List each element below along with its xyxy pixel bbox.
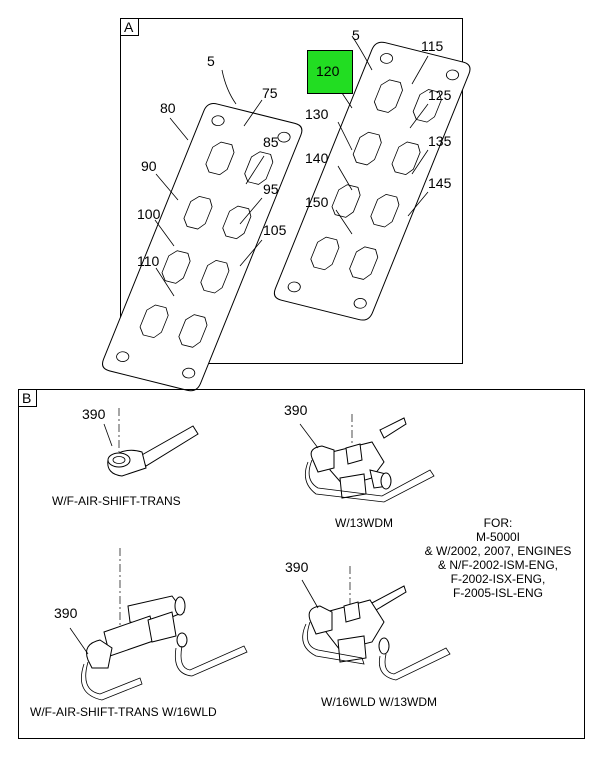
valve-assembly-view-2: 390 W/13WDM [284, 402, 435, 530]
view-caption: W/F-AIR-SHIFT-TRANS [52, 494, 181, 508]
callout-label: 85 [263, 134, 279, 150]
callout-label: 80 [160, 100, 176, 116]
view-caption: W/F-AIR-SHIFT-TRANS W/16WLD [30, 705, 217, 719]
leader-lines [154, 35, 429, 297]
view-caption: W/13WDM [335, 516, 393, 530]
callout-ref: 5 [352, 27, 360, 43]
valve-assembly-view-3: 390 W/F-AIR-SHIFT-TRANS W/16WLD [30, 548, 248, 719]
highlight-box[interactable] [307, 50, 353, 94]
callout-label: 145 [428, 175, 452, 191]
callout-label: 140 [305, 150, 329, 166]
note-line: M-5000I [476, 530, 520, 544]
panel-b-letter: B [22, 390, 31, 406]
elbow-fitting-view-1: 390 W/F-AIR-SHIFT-TRANS [52, 406, 199, 508]
callout-label: 90 [141, 158, 157, 174]
note-line: FOR: [484, 516, 513, 530]
callout-label: 125 [428, 87, 452, 103]
callout-label: 100 [137, 206, 161, 222]
panel-a-letter: A [124, 19, 134, 35]
view-caption: W/16WLD W/13WDM [321, 695, 437, 709]
callout-label: 130 [305, 106, 329, 122]
callout-highlighted: 120 [316, 63, 340, 79]
callout-390: 390 [82, 406, 106, 422]
callout-390: 390 [285, 559, 309, 575]
note-line: F-2005-ISL-ENG [453, 586, 543, 600]
panel-b: B 390 W/F-AIR-SHIFT-TRANS 390 W/13WDM [18, 389, 585, 739]
note-line: F-2002-ISX-ENG, [451, 572, 546, 586]
note-line: & N/F-2002-ISM-ENG, [438, 558, 558, 572]
callout-390: 390 [284, 402, 308, 418]
panel-a-letter-box [120, 18, 139, 36]
callout-label: 75 [262, 85, 278, 101]
panel-a: A [101, 18, 471, 392]
panel-b-letter-box [18, 389, 37, 407]
callout-label: 95 [263, 181, 279, 197]
callout-label: 110 [137, 253, 160, 269]
right-gasket [273, 41, 471, 321]
note-line: & W/2002, 2007, ENGINES [425, 544, 572, 558]
callout-label: 150 [305, 194, 329, 210]
panel-b-frame [18, 389, 585, 739]
callout-390: 390 [54, 605, 78, 621]
left-gasket [101, 103, 303, 392]
callout-ref: 5 [207, 53, 215, 69]
valve-assembly-view-4: 390 W/16WLD W/13WDM [285, 559, 451, 709]
applicability-note: FOR: M-5000I & W/2002, 2007, ENGINES & N… [425, 516, 572, 600]
callout-label: 115 [421, 38, 444, 54]
callout-label: 105 [263, 222, 287, 238]
callout-label: 135 [428, 133, 452, 149]
panel-a-frame [120, 18, 463, 364]
